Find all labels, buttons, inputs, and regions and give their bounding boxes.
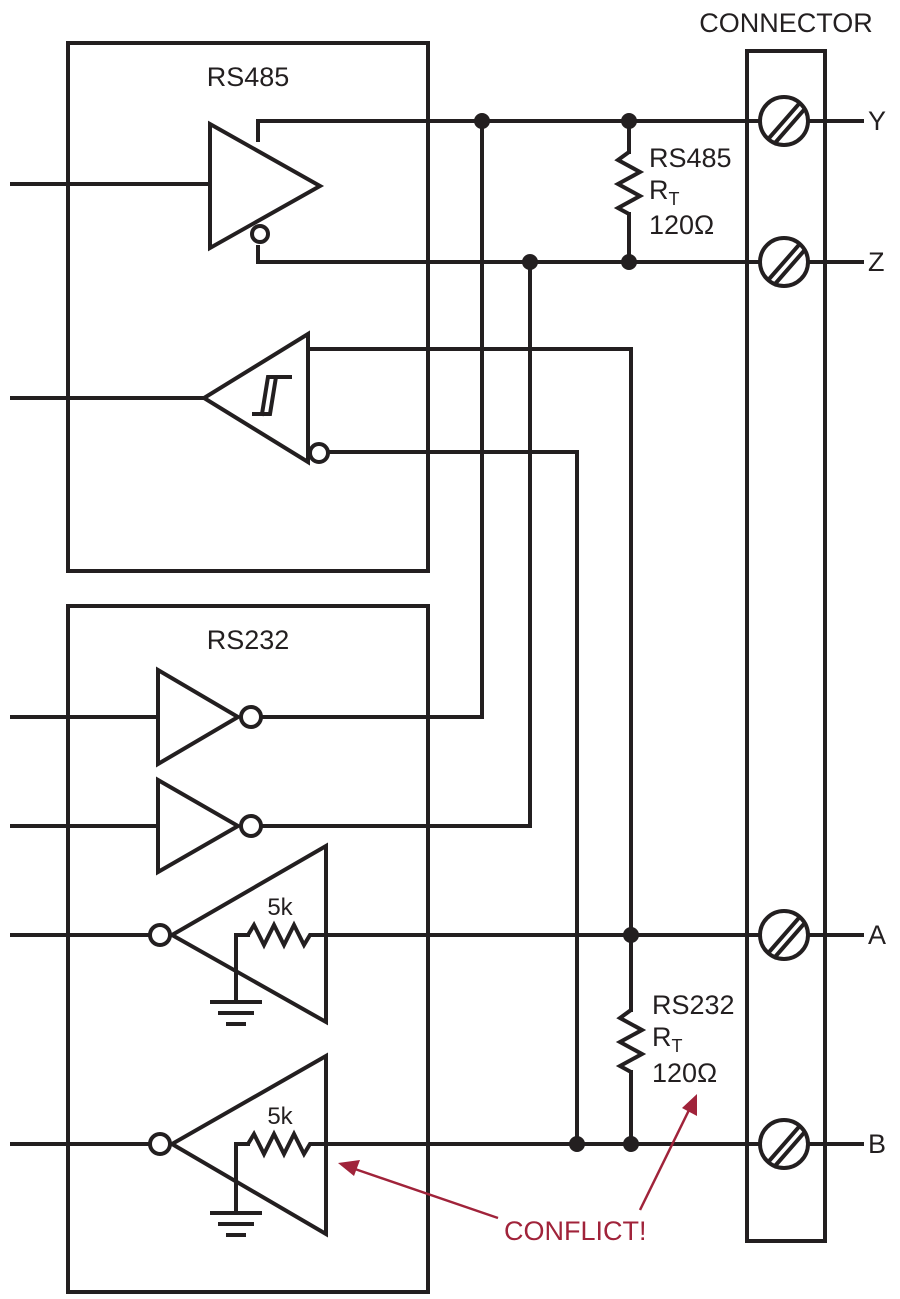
- rs485-block-label: RS485: [207, 62, 290, 92]
- terminal-z: Z: [758, 236, 885, 288]
- terminal-y-label: Y: [868, 106, 886, 136]
- rs485-block: [66, 41, 430, 573]
- ground-icon: [210, 984, 262, 1026]
- junction-dot: [522, 254, 538, 270]
- rs485-driver: [208, 120, 325, 252]
- junction-dot: [621, 254, 637, 270]
- ground-icon: [210, 1194, 262, 1237]
- terminal-b-label: B: [868, 1129, 886, 1159]
- terminal-y: Y: [758, 95, 886, 147]
- terminal-a-label: A: [868, 920, 886, 950]
- junction-dots: [474, 113, 639, 1152]
- rs232-receiver-1: 5k: [148, 842, 328, 1026]
- rs232-block: [66, 604, 430, 1294]
- driver-inversion-bubble: [250, 224, 270, 244]
- rs485-termination-resistor: RS485 RT 120Ω: [613, 119, 732, 264]
- rs232-rt-value: 120Ω: [652, 1058, 717, 1088]
- terminal-b: B: [758, 1118, 886, 1170]
- rs485-receiver: [200, 330, 330, 466]
- rx1-resistor-label: 5k: [267, 894, 293, 921]
- rs232-termination-resistor: RS232 RT 120Ω: [615, 933, 735, 1146]
- conflict-label: CONFLICT!: [504, 1216, 647, 1246]
- junction-dot: [623, 927, 639, 943]
- receiver-inversion-bubble: [308, 442, 330, 464]
- terminal-a: A: [758, 909, 886, 961]
- terminal-z-label: Z: [868, 247, 885, 277]
- rs485-rt-symbol: RT: [649, 175, 680, 209]
- rs232-rt-symbol: RT: [652, 1022, 683, 1056]
- rs232-receiver-2: 5k: [148, 1052, 328, 1238]
- junction-dot: [621, 113, 637, 129]
- junction-dot: [569, 1136, 585, 1152]
- connector-block: [745, 49, 827, 1243]
- rs232-block-label: RS232: [207, 625, 290, 655]
- wiring: [10, 119, 864, 1146]
- conflict-annotation: CONFLICT!: [338, 1094, 697, 1246]
- rs232-transmitter-2: [156, 776, 263, 876]
- tx2-inversion-bubble: [239, 814, 263, 838]
- rx1-inversion-bubble: [148, 923, 172, 947]
- schmitt-trigger-icon: [252, 375, 292, 417]
- junction-dot: [474, 113, 490, 129]
- rx2-inversion-bubble: [148, 1132, 172, 1156]
- junction-dot: [623, 1136, 639, 1152]
- tx1-inversion-bubble: [239, 705, 263, 729]
- rs485-rt-name: RS485: [649, 143, 732, 173]
- rs232-transmitter-1: [156, 666, 263, 768]
- rx2-resistor-label: 5k: [267, 1103, 293, 1130]
- rs485-rt-value: 120Ω: [649, 210, 714, 240]
- rs232-rt-name: RS232: [652, 990, 735, 1020]
- connector-label: CONNECTOR: [699, 8, 873, 38]
